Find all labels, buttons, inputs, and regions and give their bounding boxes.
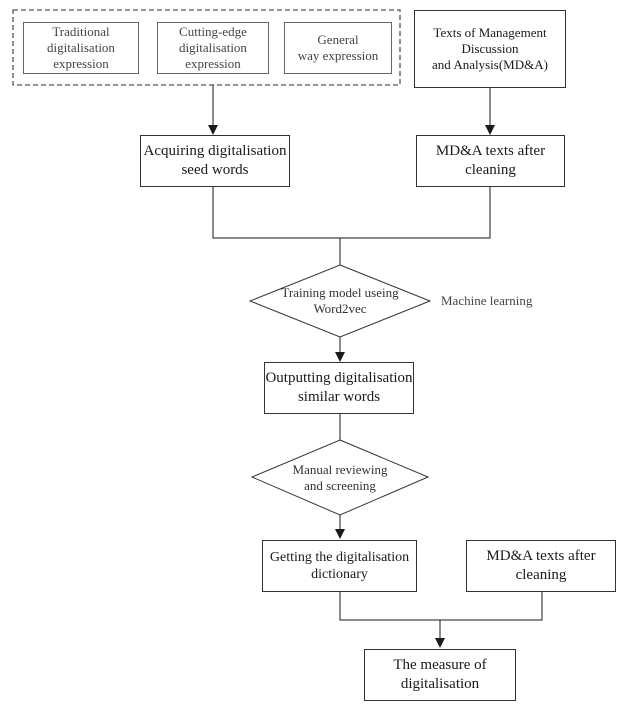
seed-words-label: Acquiring digitalisation seed words (143, 143, 287, 178)
mda-cleaned-bottom-box: MD&A texts after cleaning (466, 540, 616, 592)
general-expression-label: General way expression (297, 31, 379, 63)
dictionary-box: Getting the digitalisation dictionary (262, 540, 417, 592)
mda-texts-box: Texts of Management Discussion and Analy… (414, 10, 566, 88)
training-decision-label: Training model useing Word2vec (281, 284, 399, 316)
machine-learning-label: Machine learning (441, 293, 533, 308)
cutting-edge-expression-label: Cutting-edge digitalisation expression (179, 23, 247, 72)
traditional-expression-label: Traditional digitalisation expression (47, 23, 115, 72)
traditional-expression-box: Traditional digitalisation expression (23, 22, 139, 74)
training-decision: Training model useing Word2vec (262, 281, 418, 321)
merge-line-bottom (339, 592, 543, 621)
review-diamond-shape (250, 439, 430, 516)
similar-words-box: Outputting digitalisation similar words (264, 362, 414, 414)
measure-label: The measure of digitalisation (393, 657, 487, 692)
measure-box: The measure of digitalisation (364, 649, 516, 701)
manual-review-label: Manual reviewing and screening (292, 461, 388, 493)
expression-group-border (12, 9, 401, 86)
mda-texts-label: Texts of Management Discussion and Analy… (432, 24, 548, 73)
mda-cleaned-top-box: MD&A texts after cleaning (416, 135, 565, 187)
seed-words-box: Acquiring digitalisation seed words (140, 135, 290, 187)
dictionary-label: Getting the digitalisation dictionary (269, 549, 410, 583)
mda-cleaned-top-label: MD&A texts after cleaning (435, 143, 546, 178)
training-diamond-shape (248, 264, 432, 338)
merge-line-top (212, 187, 491, 239)
similar-words-label: Outputting digitalisation similar words (265, 370, 413, 405)
manual-review-decision: Manual reviewing and screening (268, 458, 412, 498)
cutting-edge-expression-box: Cutting-edge digitalisation expression (157, 22, 269, 74)
general-expression-box: General way expression (284, 22, 392, 74)
mda-cleaned-bottom-label: MD&A texts after cleaning (486, 548, 596, 583)
